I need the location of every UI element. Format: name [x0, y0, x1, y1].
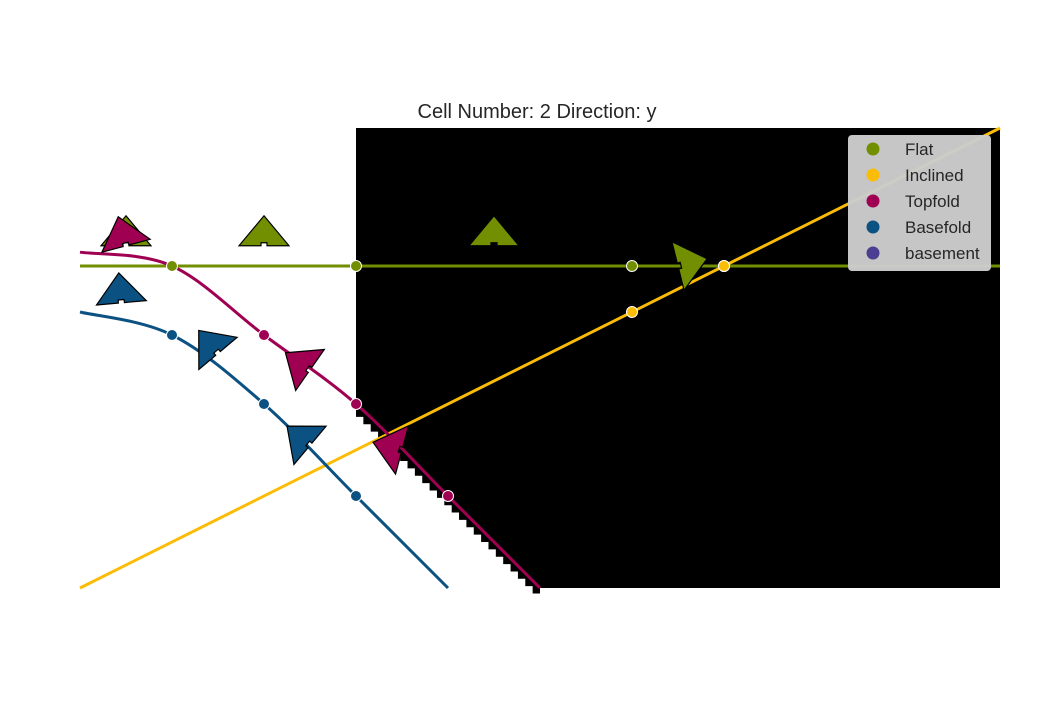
topfold-arrow-2: [284, 348, 326, 392]
inclined-point-2: [718, 260, 730, 272]
flat-arrow-2: [237, 214, 291, 247]
flat-arrow-shape: [467, 214, 521, 247]
basefold-arrow-3: [286, 425, 328, 466]
plot-area: [79, 126, 1001, 594]
legend-label-basefold: Basefold: [905, 218, 971, 237]
legend-marker-inclined: [866, 168, 880, 182]
basefold-point-1: [166, 329, 178, 341]
basefold-arrow-shape: [198, 329, 239, 371]
basefold-arrow-shape: [286, 425, 328, 466]
flat-arrow-shape: [671, 240, 709, 292]
topfold-arrow-shape: [284, 348, 326, 392]
flat-point-2: [350, 260, 362, 272]
legend-label-flat: Flat: [905, 140, 934, 159]
legend-label-inclined: Inclined: [905, 166, 964, 185]
topfold-arrow-shape: [100, 215, 152, 254]
topfold-point-2: [350, 398, 362, 410]
flat-arrow-3: [467, 214, 521, 247]
basefold-point-3: [350, 490, 362, 502]
basefold-arrow-shape: [95, 271, 148, 306]
topfold-point-3: [442, 490, 454, 502]
basefold-arrow-2: [198, 329, 239, 371]
legend-marker-basement: [866, 246, 880, 260]
topfold-arrow-1: [100, 215, 152, 254]
legend-marker-flat: [866, 142, 880, 156]
flat-point-3: [626, 260, 638, 272]
legend-label-topfold: Topfold: [905, 192, 960, 211]
chart-title: Cell Number: 2 Direction: y: [418, 101, 657, 123]
legend-frame: [848, 135, 991, 271]
flat-arrow-shape: [237, 214, 291, 247]
flat-point-1: [166, 260, 178, 272]
topfold-point-1: [258, 329, 270, 341]
flat-arrow-4: [671, 240, 709, 292]
legend-marker-basefold: [866, 220, 880, 234]
legend-marker-topfold: [866, 194, 880, 208]
topfold-arrow-3: [372, 424, 410, 476]
basefold-point-2: [258, 398, 270, 410]
basefold-arrow-1: [95, 271, 148, 306]
inclined-point-1: [626, 306, 638, 318]
topfold-arrow-shape: [372, 424, 410, 476]
inclined-series-line: [79, 126, 1001, 590]
legend-label-basement: basement: [905, 244, 980, 263]
